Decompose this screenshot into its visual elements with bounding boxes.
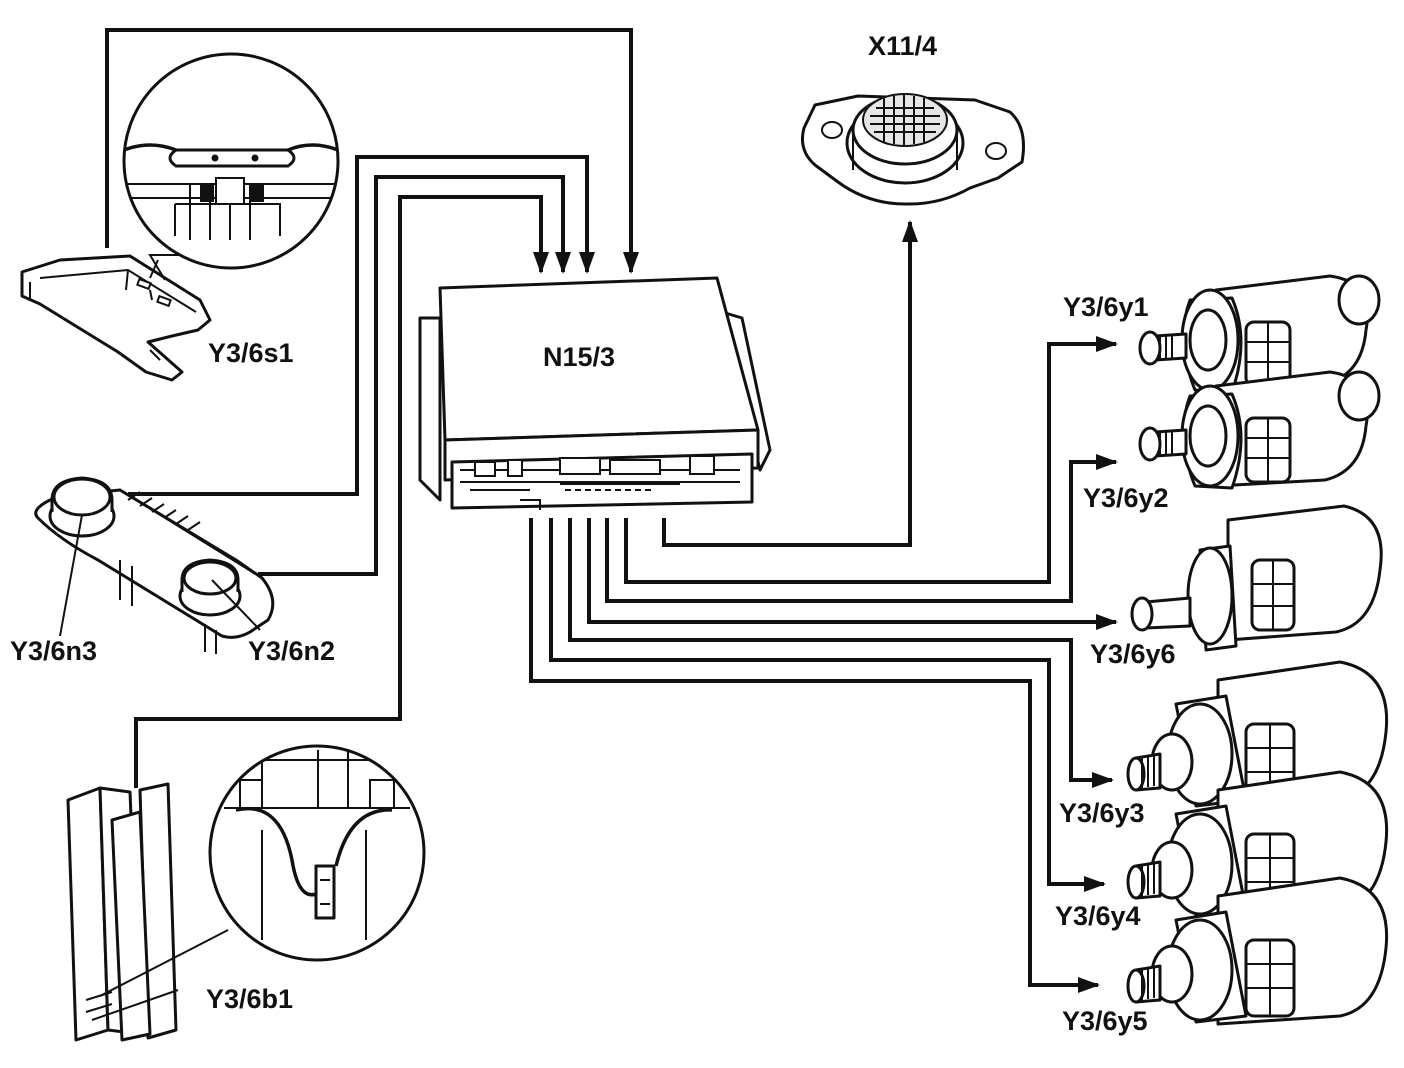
label-y3-6b1: Y3/6b1: [206, 984, 293, 1014]
wire-group: [105, 28, 1118, 993]
label-group: X11/4 N15/3 Y3/6s1 Y3/6n3 Y3/6n2 Y3/6b1 …: [10, 31, 1176, 1036]
solenoid-y3-6y2: [1138, 370, 1381, 490]
y3-6s1-zoom-view: [122, 52, 340, 279]
solenoid-y3-6y1: [1138, 274, 1381, 394]
label-y3-6n2: Y3/6n2: [248, 636, 335, 666]
label-y3-6y4: Y3/6y4: [1055, 901, 1141, 931]
label-x11-4: X11/4: [868, 31, 937, 61]
label-y3-6s1: Y3/6s1: [208, 338, 294, 368]
label-y3-6y2: Y3/6y2: [1083, 483, 1169, 513]
x11-4-connector: [800, 93, 1025, 206]
y3-6s1-selector-switch: [20, 254, 212, 382]
label-y3-6y5: Y3/6y5: [1062, 1006, 1148, 1036]
solenoid-y3-6y6: [1130, 504, 1383, 652]
y3-6b1-zoom-view: [208, 744, 426, 962]
n15-3-control-unit: [418, 276, 772, 510]
speed-sensor-bar: [34, 476, 275, 654]
label-y3-6y1: Y3/6y1: [1063, 292, 1149, 322]
label-n15-3: N15/3: [543, 342, 615, 372]
y3-6b1-temp-sensor: [66, 782, 229, 1042]
label-y3-6y3: Y3/6y3: [1059, 798, 1145, 828]
label-y3-6y6: Y3/6y6: [1090, 639, 1176, 669]
label-y3-6n3: Y3/6n3: [10, 636, 97, 666]
solenoid-y3-6y5: [1126, 876, 1389, 1026]
